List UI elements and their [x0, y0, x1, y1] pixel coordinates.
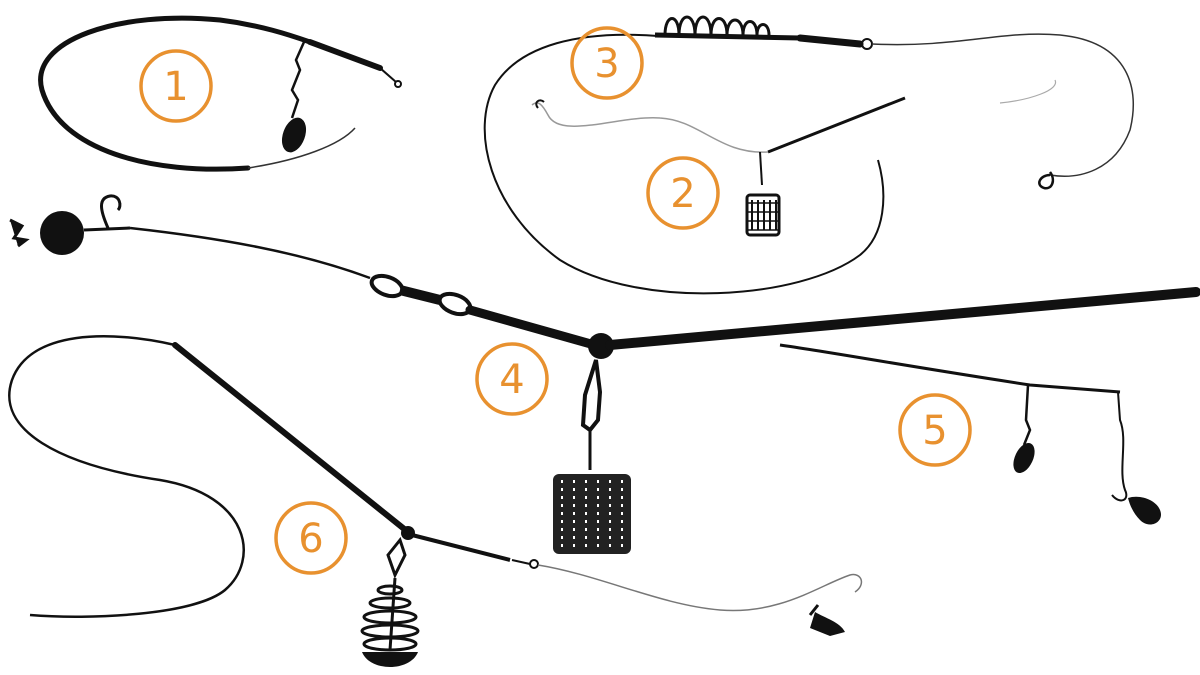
rig-4	[9, 194, 1200, 554]
rig-6-hook-link	[537, 564, 863, 612]
marker-6-label: 6	[298, 516, 323, 562]
rig-2-hook	[535, 99, 545, 109]
rig-6-junction-bead	[401, 526, 415, 540]
rig-5-hook-link	[1111, 391, 1128, 502]
rig-6-snap	[386, 536, 407, 579]
marker-4: 4	[475, 342, 549, 416]
rig-4-cage-feeder	[553, 474, 631, 554]
rig-5-bait	[1128, 496, 1161, 525]
rig-1-main-line	[38, 15, 313, 172]
rig-1-hook-link	[247, 127, 356, 169]
rig-4-snap	[580, 359, 603, 433]
marker-5-ring	[898, 393, 972, 467]
marker-5-label: 5	[922, 408, 947, 454]
rig-2	[531, 96, 906, 237]
rig-4-main-line	[605, 287, 1200, 350]
marker-2-label: 2	[670, 171, 695, 217]
marker-3: 3	[570, 26, 644, 100]
rig-5	[779, 343, 1161, 525]
rig-2-boom	[767, 96, 906, 154]
rig-1-swivel-chain	[290, 41, 306, 119]
marker-3-ring	[570, 26, 644, 100]
rig-2-swivel	[759, 151, 763, 186]
marker-5: 5	[898, 393, 972, 467]
rig-6	[8, 335, 863, 667]
marker-6: 6	[274, 501, 348, 575]
rig-1-swivel-end	[379, 67, 397, 83]
marker-4-label: 4	[499, 357, 524, 403]
rig-4-boom	[465, 305, 603, 351]
rig-2-cage-feeder	[745, 193, 781, 237]
rig-5-lead-weight	[1013, 443, 1035, 473]
rig-4-bait-boilie	[40, 211, 84, 255]
rig-4-hook-link	[129, 226, 371, 280]
rig-4-junction-bead	[588, 333, 614, 359]
marker-4-ring	[475, 342, 549, 416]
rig-3-hook	[1038, 171, 1055, 190]
rig-3-main-line	[483, 33, 885, 295]
rig-1-lead-weight	[281, 117, 307, 153]
marker-1-ring	[139, 49, 213, 123]
rig-3-hook-link	[871, 33, 1134, 177]
marker-3-label: 3	[594, 41, 619, 87]
rig-1-ring	[394, 80, 402, 88]
rig-5-swivel	[1022, 384, 1032, 446]
rig-6-spring-feeder	[360, 577, 420, 667]
rig-4-swivel	[369, 273, 473, 317]
rig-4-hook	[100, 194, 122, 229]
rig-6-link	[411, 533, 511, 562]
rig-6-main-line	[8, 335, 245, 618]
rig-6-boom	[172, 342, 411, 535]
marker-1-label: 1	[163, 64, 188, 110]
rig-4-bait-stop	[9, 218, 30, 248]
marker-2-ring	[646, 156, 720, 230]
marker-2: 2	[646, 156, 720, 230]
rig-1	[38, 15, 402, 172]
marker-6-ring	[274, 501, 348, 575]
rig-6-bait	[810, 612, 845, 636]
rig-1-boom	[307, 39, 383, 71]
marker-1: 1	[139, 49, 213, 123]
rig-3	[483, 15, 1134, 295]
rig-2-hook-link	[531, 102, 769, 153]
rig-5-boom	[779, 343, 1121, 394]
rig-3-spring-feeder	[654, 15, 873, 50]
